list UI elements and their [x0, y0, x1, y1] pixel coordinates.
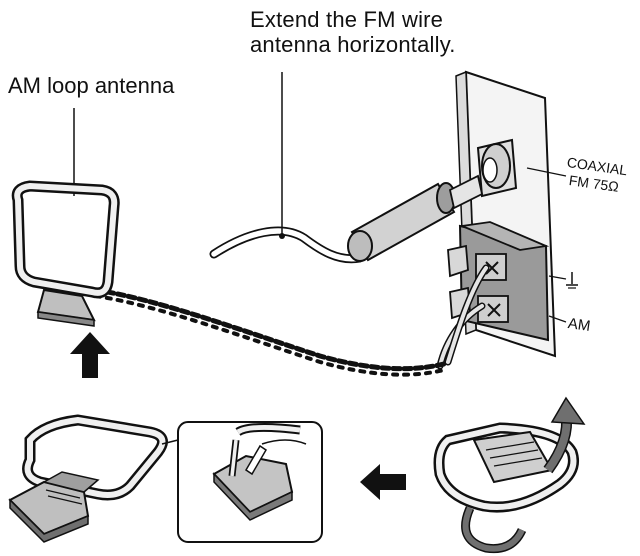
- am-loop-antenna-standing: [11, 180, 120, 327]
- fm-instruction-line2: antenna horizontally.: [250, 32, 456, 58]
- up-arrow-icon: [70, 332, 110, 378]
- ground-symbol-icon: [548, 272, 578, 289]
- am-terminal-label: AM: [566, 315, 592, 335]
- am-twisted-cable: [93, 287, 447, 377]
- rotate-arrow-icon: [461, 396, 586, 554]
- detail-zoom-box: [177, 421, 323, 543]
- coaxial-jack: [476, 138, 518, 198]
- fm-plug: [209, 174, 484, 264]
- am-loop-flat-assembly: [8, 414, 168, 543]
- am-terminal-block: [447, 221, 550, 342]
- left-arrow-icon: [360, 464, 406, 500]
- am-loop-antenna-label: AM loop antenna: [8, 73, 175, 98]
- fm-antenna-instruction: Extend the FM wire antenna horizontally.: [250, 8, 456, 58]
- fm-instruction-line1: Extend the FM wire: [250, 7, 444, 32]
